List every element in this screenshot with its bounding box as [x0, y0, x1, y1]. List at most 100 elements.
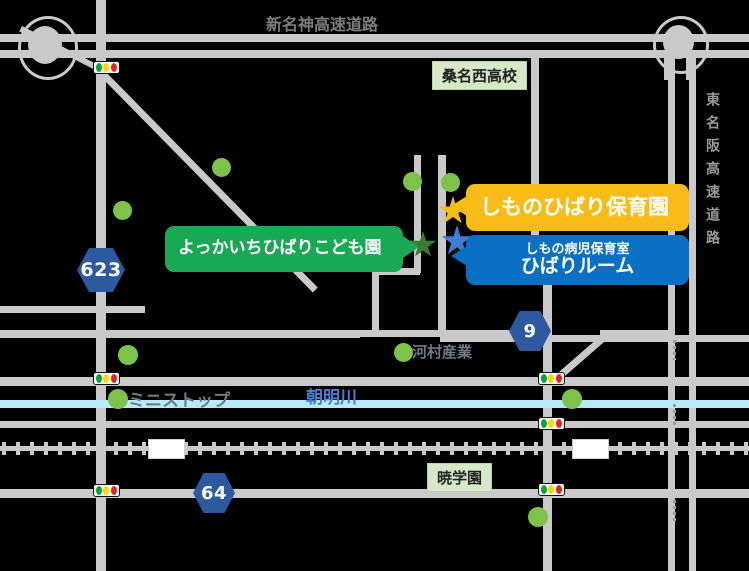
railway-line [0, 446, 749, 451]
signal-red-light [111, 486, 118, 495]
poi-dot-2 [113, 201, 132, 220]
railway-tie [702, 442, 706, 455]
railway-tie [744, 442, 748, 455]
place-akatsuki-gakuen: 暁学園 [427, 463, 493, 492]
signal-red-light [556, 485, 563, 494]
railway-tie [324, 442, 328, 455]
railway-tie [478, 442, 482, 455]
callout-label-hoikuen: しものひばり保育園 [480, 194, 669, 219]
expressway-shinmeishin-label: 新名神高速道路 [266, 15, 379, 34]
signal-red-light [111, 63, 118, 72]
poi-dot-4 [441, 173, 460, 192]
railway-tie [492, 442, 496, 455]
signal-red-light [556, 419, 563, 428]
callout-shimono-hibari-hoikuen[interactable]: しものひばり保育園 [466, 184, 689, 231]
road-vertical-center-upper [531, 50, 539, 280]
railway-tie [408, 442, 412, 455]
route-shield-623[interactable]: 623 [77, 248, 125, 292]
railway-tie [506, 442, 510, 455]
railway-tie [2, 442, 6, 455]
railway-station-west [148, 439, 185, 459]
callout-tail-hoikuen [451, 196, 467, 216]
signal-yellow-light [103, 486, 110, 495]
boundary-dotted-line-lower [673, 500, 676, 522]
expressway-shinmeishin-lane-south [0, 50, 749, 58]
poi-dot-ministop [108, 389, 128, 409]
railway-tie [464, 442, 468, 455]
signal-green-light [540, 485, 547, 494]
railway-tie [520, 442, 524, 455]
railway-tie [296, 442, 300, 455]
poi-dot-1 [212, 158, 231, 177]
road-vertical-center [438, 155, 446, 335]
road-horizontal-below-river [0, 421, 749, 428]
railway-tie [198, 442, 202, 455]
railway-tie [450, 442, 454, 455]
railway-tie [716, 442, 720, 455]
road-horizontal-kawamura-spur [0, 306, 145, 313]
signal-green-light [95, 63, 102, 72]
callout-yokkaichi-hibari-kodomoen[interactable]: よっかいちひばりこども園 [165, 226, 403, 272]
boundary-dotted-line [673, 404, 676, 426]
traffic-signal-south-east [538, 483, 565, 496]
railway-tie [548, 442, 552, 455]
signal-green-light [95, 486, 102, 495]
signal-yellow-light [548, 419, 555, 428]
poi-label-ministop: ミニストップ [128, 391, 230, 411]
railway-tie [44, 442, 48, 455]
railway-tie [380, 442, 384, 455]
poi-dot-3 [403, 172, 422, 191]
river-asake [0, 400, 749, 408]
railway-tie [310, 442, 314, 455]
road-vertical-east-meihan-a [668, 58, 675, 571]
railway-tie [212, 442, 216, 455]
railway-tie [240, 442, 244, 455]
railway-tie [422, 442, 426, 455]
callout-tail-kodomoen [403, 236, 419, 258]
poi-dot-bottom [528, 507, 548, 527]
railway-tie [268, 442, 272, 455]
railway-tie [184, 442, 188, 455]
expressway-higashimeihan-label: 東名阪高速道路 [704, 92, 720, 253]
signal-green-light [540, 374, 547, 383]
callout-tail-byouji [451, 246, 467, 266]
road-horizontal-route64 [0, 489, 749, 498]
railway-tie [674, 442, 678, 455]
railway-tie [100, 442, 104, 455]
railway-tie [394, 442, 398, 455]
route-shield-64[interactable]: 64 [193, 473, 235, 513]
traffic-signal-route64 [93, 484, 120, 497]
railway-tie [688, 442, 692, 455]
poi-dot-route9 [562, 389, 582, 409]
callout-shimono-byouji-hoikushitsu[interactable]: しもの病児保育室 ひばりルーム [466, 235, 689, 285]
traffic-signal-ministop [93, 372, 120, 385]
railway-tie [660, 442, 664, 455]
callout-label-kodomoen: よっかいちひばりこども園 [178, 238, 382, 259]
railway-tie [338, 442, 342, 455]
railway-station-east [572, 439, 609, 459]
railway-tie [226, 442, 230, 455]
railway-tie [128, 442, 132, 455]
signal-yellow-light [103, 374, 110, 383]
traffic-signal-route9 [538, 372, 565, 385]
signal-yellow-light [548, 485, 555, 494]
railway-tie [534, 442, 538, 455]
place-kuwana-nishi-high-school: 桑名西高校 [432, 61, 528, 90]
signal-red-light [556, 374, 563, 383]
railway-tie [730, 442, 734, 455]
railway-tie [30, 442, 34, 455]
callout-label-byouji-line1: しもの病児保育室 [525, 241, 630, 257]
railway-tie [366, 442, 370, 455]
railway-tie [282, 442, 286, 455]
poi-dot-kawamura [394, 343, 413, 362]
railway-tie [646, 442, 650, 455]
road-horizontal-kawamura [0, 330, 360, 338]
signal-yellow-light [548, 374, 555, 383]
railway-tie [86, 442, 90, 455]
expressway-shinmeishin-lane-north [0, 34, 749, 42]
traffic-signal-river-east [538, 417, 565, 430]
railway-tie [632, 442, 636, 455]
railway-tie [352, 442, 356, 455]
traffic-signal-northwest [93, 61, 120, 74]
